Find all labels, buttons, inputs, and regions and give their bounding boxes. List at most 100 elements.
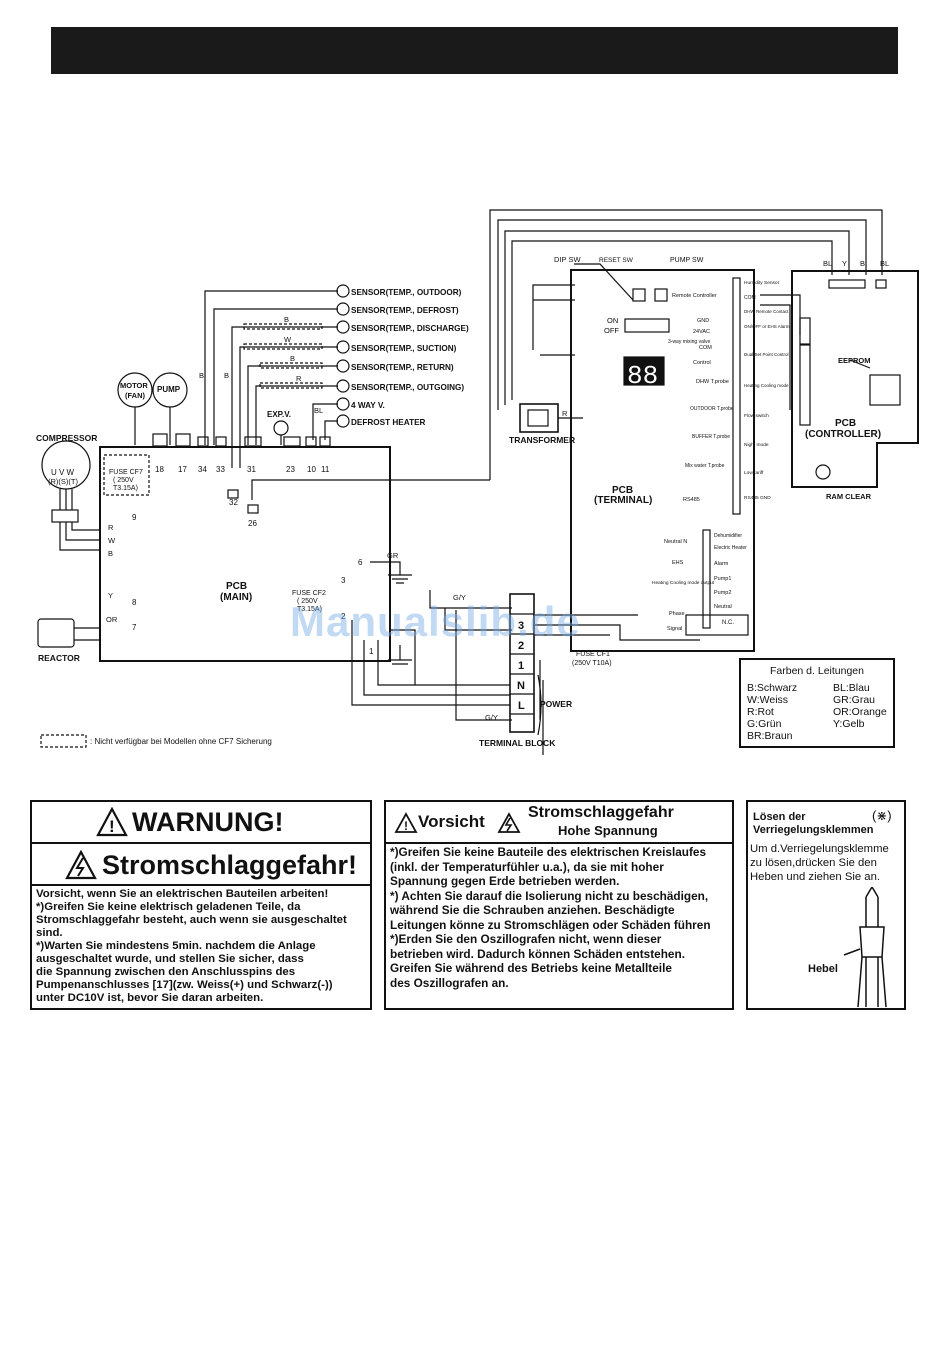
tr-rs485-gnd: RS485 GND [744, 495, 771, 501]
caution-title: Stromschlaggefahr [528, 804, 674, 821]
wire-y-2: Y [842, 259, 847, 268]
caution-line: (inkl. der Temperaturfühler u.a.), da si… [390, 859, 664, 874]
reset-sw-label: RESET SW [599, 257, 634, 264]
conn-1: 1 [369, 647, 374, 656]
warning-subtitle-row: Stromschlaggefahr! [32, 844, 370, 886]
tr-nc: N.C. [722, 620, 734, 626]
fuse-cf7-b: ( 250V [113, 477, 134, 484]
caution-line: *) Achten Sie darauf die Isolierung nich… [390, 888, 709, 903]
wire-w-1: W [284, 335, 292, 344]
transformer-box [519, 403, 559, 433]
wire-or-1: OR [106, 615, 118, 624]
conn-31: 31 [247, 465, 256, 474]
wire-color-legend: Farben d. Leitungen B:Schwarz BL:Blau W:… [739, 658, 895, 748]
transformer-label: TRANSFORMER [509, 435, 575, 445]
conn-32: 32 [229, 498, 238, 507]
sensor-discharge: SENSOR(TEMP., DISCHARGE) [351, 324, 469, 333]
comp-terms2-label: (R)(S)(T) [48, 477, 78, 486]
terminal-block-box [509, 593, 535, 733]
fuse-cf2-c: T3.15A) [297, 606, 322, 613]
warning-panel: ! WARNUNG! Stromschlaggefahr! Vorsicht, … [30, 800, 372, 1010]
legend-item: W:Weiss [747, 694, 789, 706]
ram-clear-label: RAM CLEAR [826, 492, 872, 501]
tl-neutral: Neutral N [664, 539, 687, 545]
hebel-label: Hebel [808, 963, 838, 975]
sensor-outdoor: SENSOR(TEMP., OUTDOOR) [351, 288, 462, 297]
caution-word: Vorsicht [418, 812, 485, 831]
power-label: POWER [540, 699, 572, 709]
warning-line: sind. [36, 927, 63, 939]
sensor-outgoing: SENSOR(TEMP., OUTGOING) [351, 383, 464, 392]
seven-seg-display: 88 [627, 361, 658, 391]
caution-line: *)Greifen Sie keine Bauteile des elektri… [390, 845, 707, 859]
tl-rs485: RS485 [683, 497, 700, 503]
warning-title: WARNUNG! [132, 807, 284, 837]
comp-terms-label: U V W [51, 468, 75, 477]
tl-heat-cool: Heating Cooling mode output [652, 580, 715, 586]
caution-line: Spannung gegen Erde betrieben werden. [390, 874, 620, 888]
tl-24vac: 24VAC [693, 329, 710, 335]
shock-hazard-icon [65, 850, 97, 880]
tr-dehum: Dehumidifier [714, 533, 742, 539]
tl-control: Control [693, 360, 711, 366]
legend-item: BR:Braun [747, 730, 793, 742]
eeprom-label: EEPROM [838, 356, 871, 365]
pcb-main-line1: PCB [226, 581, 247, 592]
pcb-controller-board [791, 270, 919, 488]
fuse-cf7-a: FUSE CF7 [109, 469, 143, 476]
conn-11: 11 [321, 465, 330, 474]
motor-label: MOTOR [120, 381, 148, 390]
warning-subtitle: Stromschlaggefahr! [102, 850, 358, 880]
tb-2: 2 [518, 640, 524, 652]
tl-outdoor: OUTDOOR T.probe [690, 406, 734, 412]
pcb-main-board [99, 446, 391, 662]
fan-label: (FAN) [125, 391, 145, 400]
tl-remote: Remote Controller [672, 293, 717, 299]
wire-bl-2: BL [823, 259, 832, 268]
conn-10: 10 [307, 465, 316, 474]
tb-1: 1 [518, 660, 524, 672]
pump-label: PUMP [157, 385, 181, 394]
tr-onoff: ON/OFF or EHS Alarm [744, 324, 790, 329]
caution-line: Greifen Sie während des Betriebs keine M… [390, 961, 672, 975]
wire-w-2: W [108, 536, 116, 545]
caution-line: *)Erden Sie den Oszillografen nicht, wen… [390, 932, 662, 946]
conn-17: 17 [178, 465, 187, 474]
wire-gr-1: GR [387, 551, 399, 560]
wire-b-6: B [860, 259, 865, 268]
legend-item: B:Schwarz [747, 682, 798, 694]
exp-v-label: EXP.V. [267, 410, 291, 419]
warning-line: ausgeschaltet wurde, und stellen Sie sic… [36, 953, 304, 965]
warning-line: *)Warten Sie mindestens 5min. nachdem di… [36, 940, 316, 952]
tr-pump1: Pump1 [714, 576, 731, 582]
fuse-cf1-b: (250V T10A) [572, 660, 612, 667]
wire-b-2: B [224, 371, 229, 380]
terminal-block-label: TERMINAL BLOCK [479, 738, 556, 748]
tl-3way: 3-way mixing valve [668, 339, 710, 345]
tl-gnd: GND [697, 318, 709, 324]
caution-shock-icon [497, 812, 521, 833]
warning-line: die Spannung zwischen den Anschlusspins … [36, 966, 296, 978]
wire-bl-3: BL [880, 259, 889, 268]
caution-line: während Sie die Schrauben anziehen. Besc… [390, 903, 675, 917]
four-way-valve: 4 WAY V. [351, 401, 385, 410]
defrost-heater: DEFROST HEATER [351, 418, 426, 427]
wire-gy-1: G/Y [453, 593, 466, 602]
fuse-cf2-a: FUSE CF2 [292, 590, 326, 597]
pcb-terminal-line1: PCB [612, 485, 633, 496]
tl-dhw: DHW T.probe [696, 379, 729, 385]
caution-triangle-icon: ! [394, 812, 418, 833]
tr-flow: Flow switch [744, 413, 769, 419]
sensor-defrost: SENSOR(TEMP., DEFROST) [351, 306, 459, 315]
conn-23: 23 [286, 465, 295, 474]
pcb-main-line2: (MAIN) [220, 592, 252, 603]
warning-line: Vorsicht, wenn Sie an elektrischen Baute… [36, 888, 329, 900]
tb-n: N [517, 680, 525, 692]
warning-body: Vorsicht, wenn Sie an elektrischen Baute… [36, 888, 370, 1005]
conn-34: 34 [198, 465, 207, 474]
tl-com: COM [699, 345, 712, 351]
wire-r-3: R [562, 409, 568, 418]
tr-hc-mode: Heating Cooling mode [744, 383, 789, 388]
tr-humidity: Humidity Sensor [744, 280, 780, 286]
release-mark-icon: (⋇) [872, 808, 892, 823]
